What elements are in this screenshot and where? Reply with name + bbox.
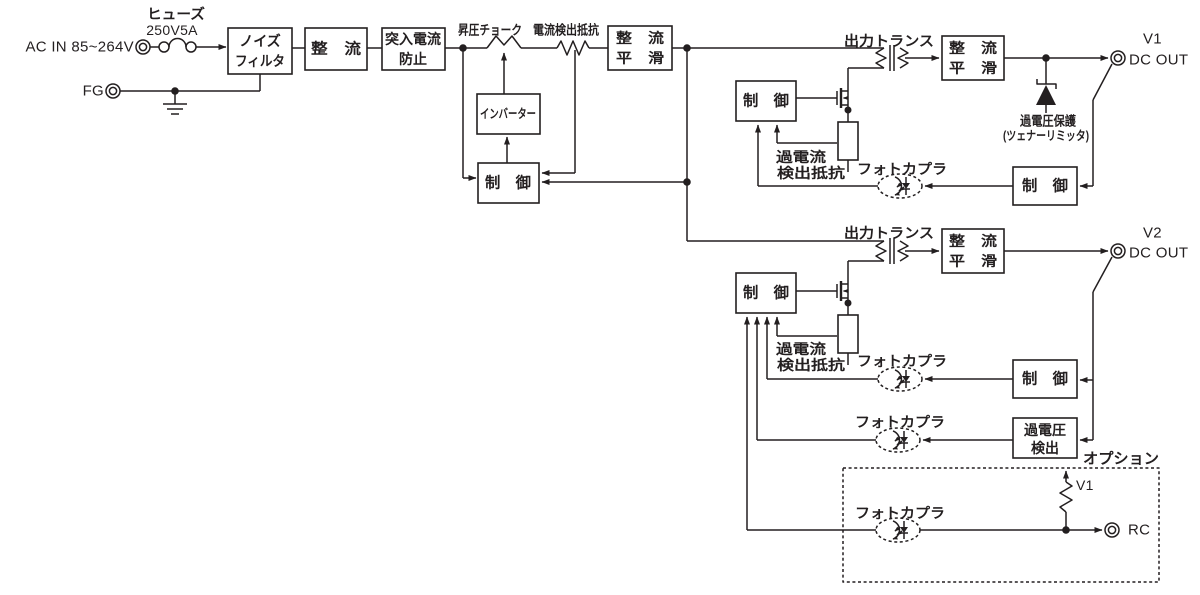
output-transformer-label: 出力トランス bbox=[844, 33, 934, 49]
block-rect-smooth-label: 整 流 bbox=[948, 40, 997, 56]
block-control-label: 制 御 bbox=[1022, 177, 1068, 195]
photocoupler-label: フォトカプラ bbox=[857, 161, 947, 177]
wire bbox=[1092, 256, 1113, 293]
v1-dc-out-terminal-icon bbox=[1110, 50, 1126, 66]
overvoltage-protect-label: 過電圧保護 bbox=[1019, 114, 1077, 129]
v1-dc-out-label: DC OUT bbox=[1129, 52, 1188, 69]
boost-choke-symbol bbox=[486, 35, 522, 49]
ground-icon bbox=[163, 91, 187, 115]
photocoupler-icon bbox=[876, 428, 920, 452]
block-control-label: 制 御 bbox=[485, 174, 531, 192]
zener-limiter-icon bbox=[1036, 58, 1057, 113]
block-inverter-label: インバーター bbox=[480, 106, 536, 121]
option-section: オプション フォトカプラ V1 RC bbox=[744, 316, 1160, 583]
overcurrent-resistor-symbol bbox=[837, 121, 859, 161]
pfc-section: ノイズ フィルタ 整 流 突入電流 防止 昇圧チョーク 電流検出抵抗 整 流 平… bbox=[227, 23, 884, 242]
overcurrent-resistor-label: 過電流 bbox=[775, 341, 826, 357]
option-boundary bbox=[842, 467, 1160, 583]
current-detect-resistor-symbol bbox=[556, 40, 590, 56]
output-transformer-icon bbox=[875, 238, 909, 264]
v2-dc-out-label: DC OUT bbox=[1129, 245, 1188, 262]
overcurrent-resistor-symbol bbox=[837, 314, 859, 354]
block-overvoltage-detect-label: 検出 bbox=[1031, 440, 1059, 456]
overcurrent-resistor-label: 検出抵抗 bbox=[777, 165, 845, 181]
block-rect-smooth-label: 平 滑 bbox=[949, 60, 997, 76]
rc-label: RC bbox=[1128, 522, 1150, 539]
block-rectifier bbox=[304, 27, 368, 71]
block-noise-filter bbox=[227, 27, 293, 75]
photocoupler-icon bbox=[878, 367, 922, 391]
output-transformer-icon bbox=[875, 45, 909, 71]
fg-label: FG bbox=[83, 83, 104, 100]
photocoupler-label: フォトカプラ bbox=[857, 353, 947, 369]
overcurrent-resistor-label: 過電流 bbox=[775, 149, 826, 165]
fuse-name-label: ヒューズ bbox=[147, 6, 205, 22]
overvoltage-protect-label: (ツェナーリミッタ) bbox=[1003, 128, 1089, 143]
block-overvoltage-detect-label: 過電圧 bbox=[1023, 422, 1066, 438]
block-control-pfc bbox=[477, 162, 540, 204]
block-rect-smooth-label: 整 流 bbox=[615, 30, 664, 46]
block-rect-smooth-v1 bbox=[941, 35, 1005, 81]
overcurrent-resistor-label: 検出抵抗 bbox=[777, 357, 845, 373]
block-control-v2-primary bbox=[735, 272, 797, 314]
mosfet-icon bbox=[796, 281, 848, 301]
photocoupler-icon bbox=[878, 174, 922, 198]
photocoupler-label: フォトカプラ bbox=[855, 505, 945, 521]
block-control-label: 制 御 bbox=[1022, 370, 1068, 388]
current-detect-resistor-label: 電流検出抵抗 bbox=[533, 23, 599, 38]
v2-label: V2 bbox=[1143, 225, 1162, 242]
wire bbox=[1092, 63, 1113, 101]
block-inverter bbox=[476, 93, 541, 135]
block-control-v1-primary bbox=[735, 80, 797, 122]
block-rect-smooth-label: 平 滑 bbox=[616, 50, 664, 66]
junction-dot bbox=[844, 299, 852, 307]
fuse-icon bbox=[158, 37, 197, 53]
block-control-label: 制 御 bbox=[743, 92, 789, 110]
ac-in-terminal-icon bbox=[135, 39, 151, 55]
block-noise-filter-label: フィルタ bbox=[235, 53, 285, 69]
v2-section: 出力トランス 制 御 過電流 検出抵抗 整 流 平 滑 bbox=[735, 225, 1188, 459]
block-rect-smooth-pfc bbox=[607, 25, 673, 71]
v1-section: 出力トランス 制 御 過電流 検出抵抗 整 流 平 滑 bbox=[735, 31, 1188, 206]
block-inrush-label: 防止 bbox=[399, 51, 427, 67]
block-rect-smooth-label: 平 滑 bbox=[949, 253, 997, 269]
fg-terminal-icon bbox=[105, 83, 121, 99]
block-inrush-label: 突入電流 bbox=[385, 31, 441, 47]
v1-label: V1 bbox=[1143, 31, 1162, 48]
block-inrush-prevent bbox=[381, 27, 446, 71]
photocoupler-icon bbox=[876, 518, 920, 542]
pullup-resistor-symbol bbox=[1059, 470, 1073, 530]
output-transformer-label: 出力トランス bbox=[844, 225, 934, 241]
mosfet-icon bbox=[796, 88, 848, 108]
boost-choke-label: 昇圧チョーク bbox=[458, 23, 522, 38]
ac-in-label: AC IN 85~264V bbox=[25, 39, 134, 56]
block-rectifier-label: 整 流 bbox=[311, 40, 361, 58]
fuse-rating-label: 250V5A bbox=[146, 22, 198, 38]
block-noise-filter-label: ノイズ bbox=[239, 33, 281, 49]
rc-terminal-icon bbox=[1104, 522, 1120, 538]
block-overvoltage-detect bbox=[1012, 417, 1078, 459]
v2-dc-out-terminal-icon bbox=[1110, 243, 1126, 259]
pullup-ref-label: V1 bbox=[1076, 477, 1094, 493]
block-control-label: 制 御 bbox=[743, 284, 789, 302]
input-section: AC IN 85~264V ヒューズ 250V5A FG bbox=[25, 6, 261, 115]
block-control-v2-secondary bbox=[1012, 359, 1078, 399]
option-label: オプション bbox=[1083, 451, 1159, 468]
block-rect-smooth-v2 bbox=[941, 228, 1005, 274]
block-rect-smooth-label: 整 流 bbox=[948, 233, 997, 249]
photocoupler-label: フォトカプラ bbox=[855, 414, 945, 430]
junction-dot bbox=[844, 106, 852, 114]
